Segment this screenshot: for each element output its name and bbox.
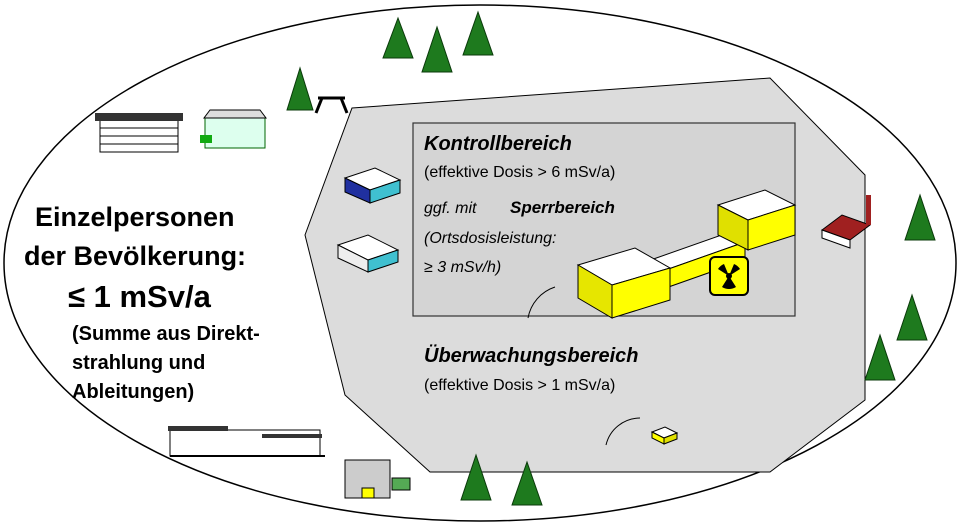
restricted-line2: ≥ 3 mSv/h) xyxy=(424,259,501,276)
tree-icon xyxy=(286,66,314,111)
tree-icon xyxy=(421,25,453,73)
picnic-table-icon xyxy=(314,96,349,114)
office-building-icon xyxy=(343,167,402,204)
tree-icon xyxy=(382,16,414,59)
restricted-prefix: ggf. mit xyxy=(424,200,477,217)
door-arc-control xyxy=(527,286,556,319)
factory-icon xyxy=(820,195,872,249)
public-note2: strahlung und xyxy=(72,352,205,374)
restricted-line1: (Ortsdosisleistung: xyxy=(424,230,557,247)
tree-icon xyxy=(511,460,543,506)
tree-icon xyxy=(864,333,896,381)
control-area-dose: (effektive Dosis > 6 mSv/a) xyxy=(424,164,615,181)
door-arc-monitoring xyxy=(605,417,641,446)
monitoring-area-dose: (effektive Dosis > 1 mSv/a) xyxy=(424,377,615,394)
control-area-title: Kontrollbereich xyxy=(424,133,572,155)
reactor-building xyxy=(576,189,797,319)
public-note1: (Summe aus Direkt- xyxy=(72,323,260,345)
control-area-text: Kontrollbereich (effektive Dosis > 6 mSv… xyxy=(424,133,615,276)
trees xyxy=(286,10,936,506)
monitoring-area-text: Überwachungsbereich (effektive Dosis > 1… xyxy=(424,344,639,394)
public-limit-text: Einzelpersonen der Bevölkerung: ≤ 1 mSv/… xyxy=(24,202,260,403)
public-line1: Einzelpersonen xyxy=(35,202,235,232)
radiation-warning-icon xyxy=(709,256,749,296)
public-line2: der Bevölkerung: xyxy=(24,241,246,271)
tree-icon xyxy=(904,193,936,241)
hospital-icon xyxy=(344,459,411,499)
house-icon xyxy=(200,109,267,149)
tree-icon xyxy=(460,453,492,501)
public-note3: Ableitungen) xyxy=(72,381,194,403)
tree-icon xyxy=(462,10,494,56)
restricted-area-title: Sperrbereich xyxy=(510,198,615,217)
public-limit: ≤ 1 mSv/a xyxy=(68,279,212,314)
small-building-icon xyxy=(650,426,679,445)
apartment-building-icon xyxy=(95,113,183,153)
station-building-icon xyxy=(168,426,325,457)
lab-building-icon xyxy=(336,234,400,273)
monitoring-area-title: Überwachungsbereich xyxy=(424,344,639,367)
tree-icon xyxy=(896,293,928,341)
